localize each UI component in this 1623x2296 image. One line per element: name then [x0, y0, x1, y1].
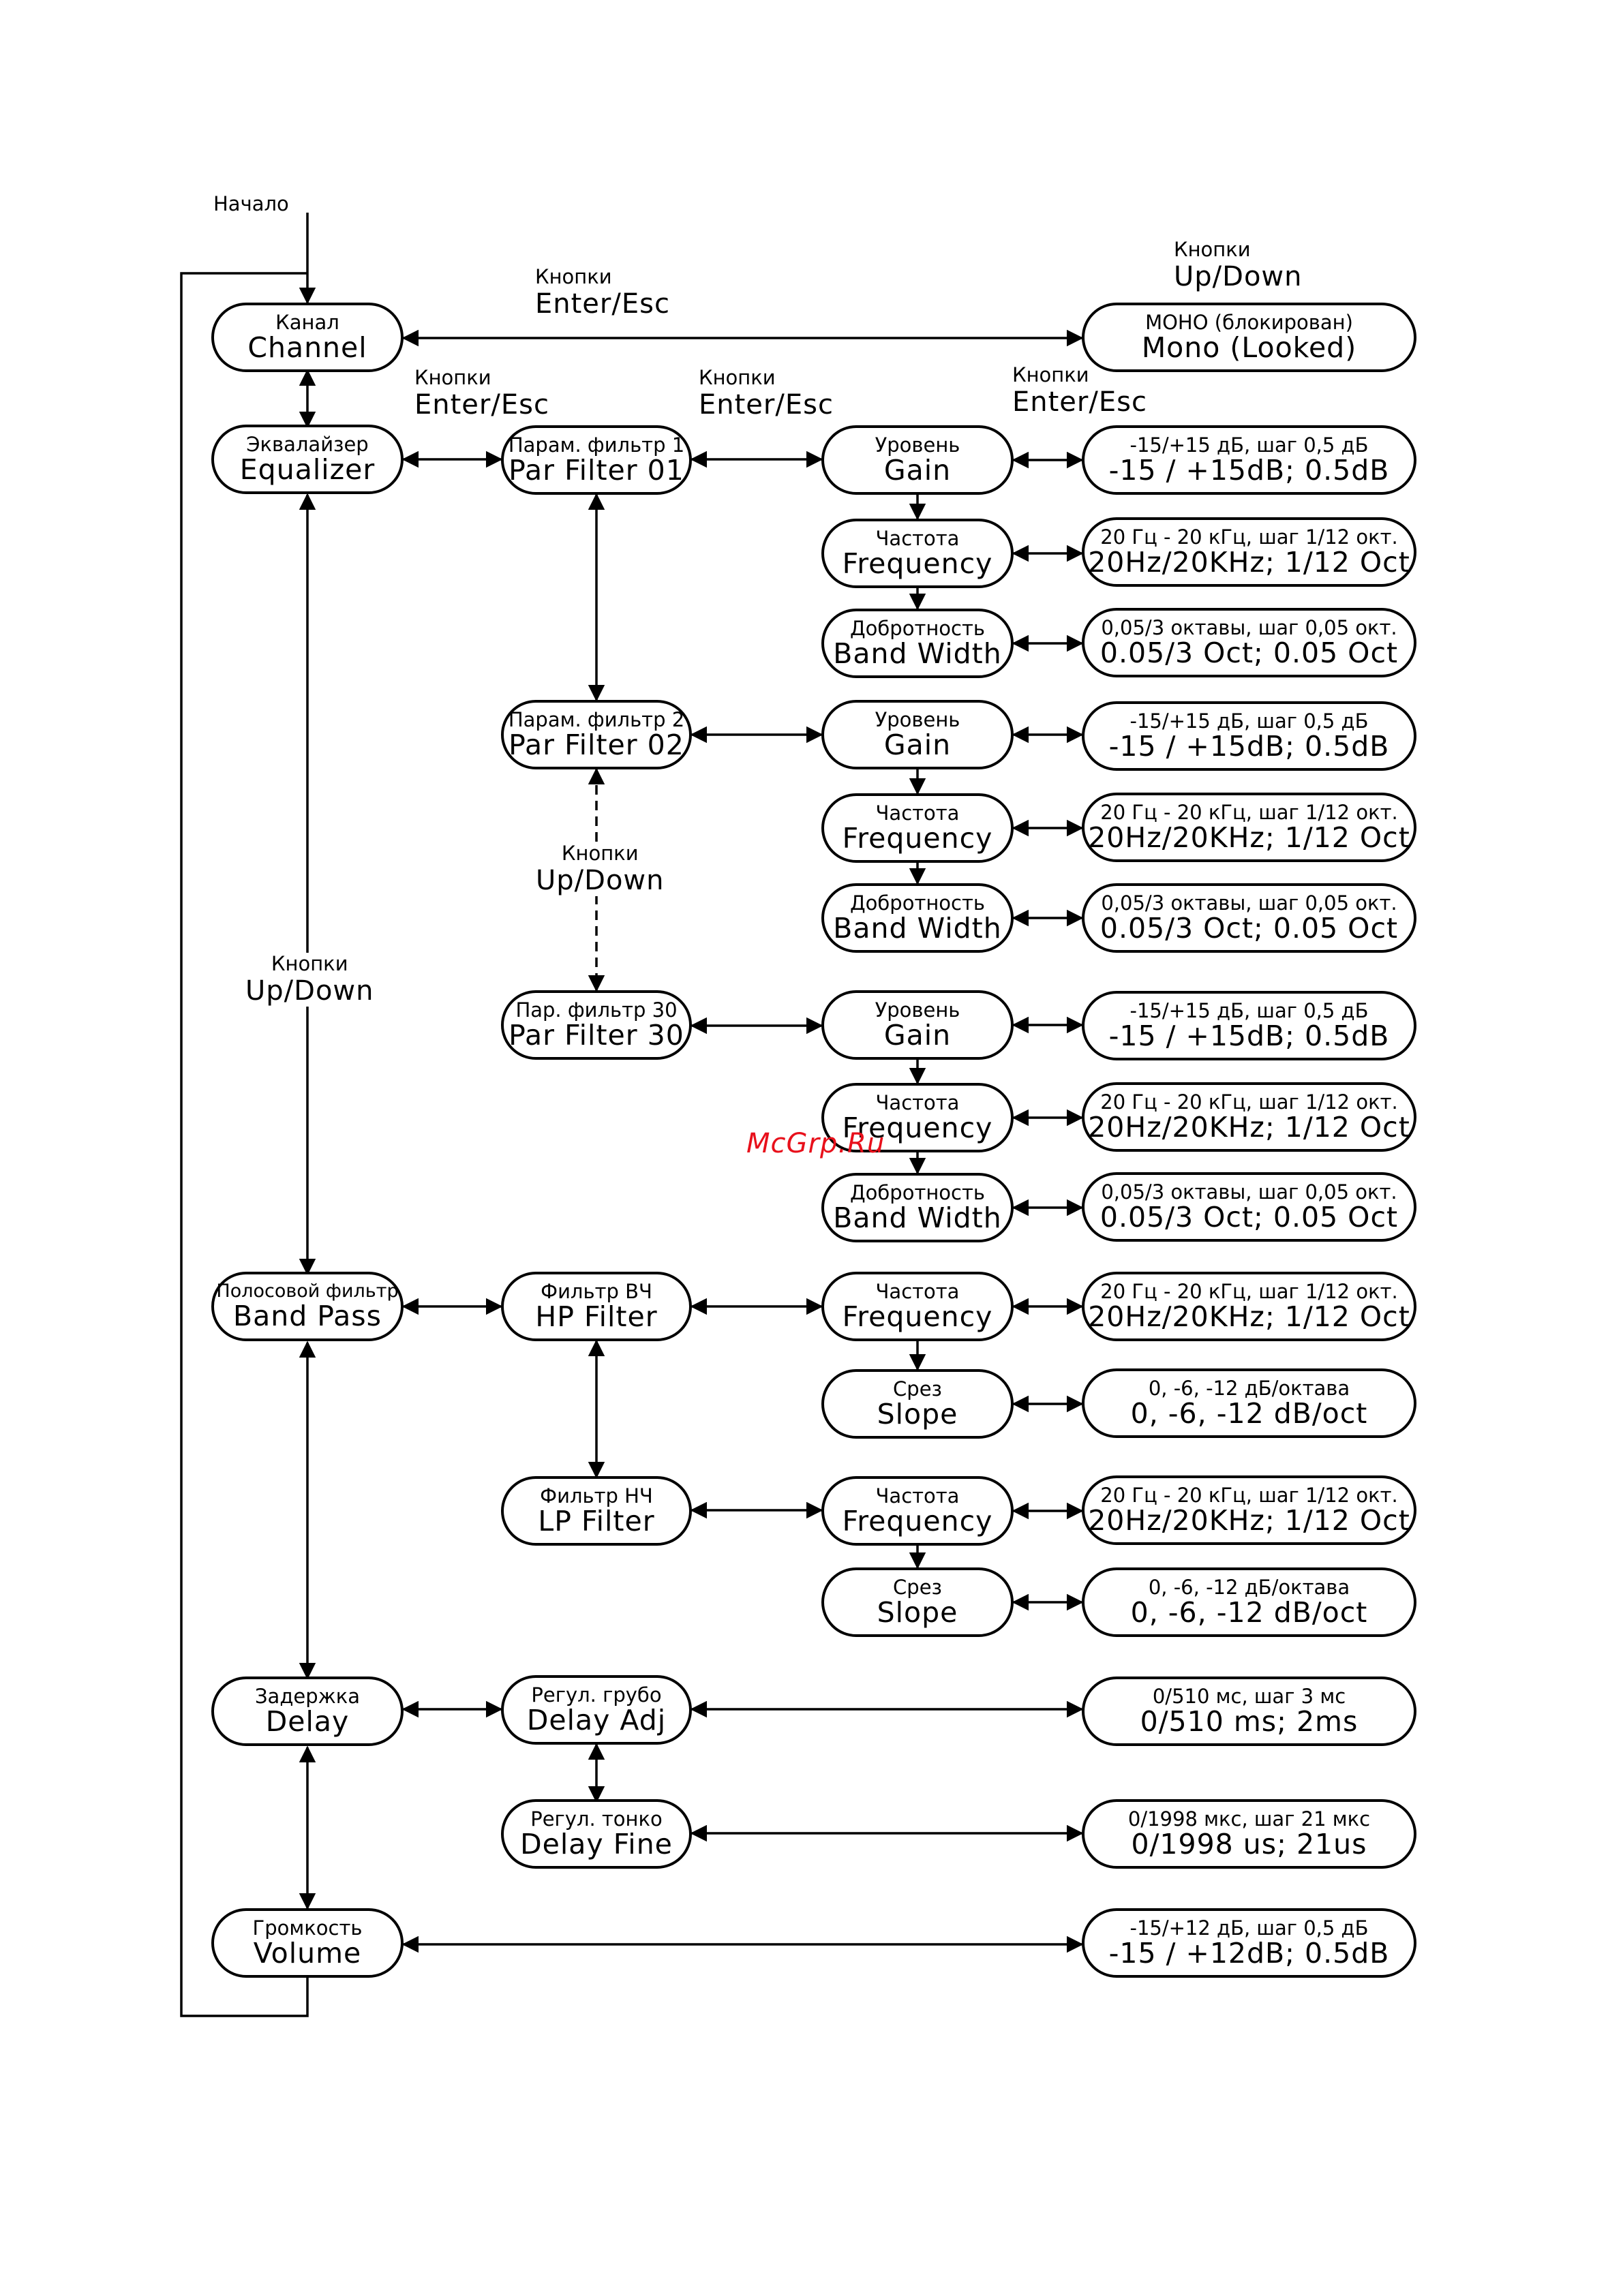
- value-frequency-1: 20 Гц - 20 кГц, шаг 1/12 окт.20Hz/20KHz;…: [1082, 517, 1416, 587]
- value-frequency-2: 20 Гц - 20 кГц, шаг 1/12 окт.20Hz/20KHz;…: [1082, 793, 1416, 862]
- value-gain-30: -15/+15 дБ, шаг 0,5 дБ-15 / +15dB; 0.5dB: [1082, 991, 1416, 1060]
- value-hp-frequency: 20 Гц - 20 кГц, шаг 1/12 окт.20Hz/20KHz;…: [1082, 1272, 1416, 1341]
- start-label: Начало: [213, 192, 289, 215]
- value-gain-1: -15/+15 дБ, шаг 0,5 дБ-15 / +15dB; 0.5dB: [1082, 425, 1416, 495]
- value-frequency-30: 20 Гц - 20 кГц, шаг 1/12 окт.20Hz/20KHz;…: [1082, 1082, 1416, 1152]
- value-volume: -15/+12 дБ, шаг 0,5 дБ-15 / +12dB; 0.5dB: [1082, 1908, 1416, 1978]
- value-band-width-2: 0,05/3 октавы, шаг 0,05 окт.0.05/3 Oct; …: [1082, 883, 1416, 953]
- watermark: McGrp.Ru: [746, 1128, 885, 1159]
- value-mono: МОНО (блокирован)Mono (Looked): [1082, 303, 1416, 372]
- value-gain-2: -15/+15 дБ, шаг 0,5 дБ-15 / +15dB; 0.5dB: [1082, 701, 1416, 771]
- loop-line: [180, 272, 309, 2017]
- value-band-width-30: 0,05/3 октавы, шаг 0,05 окт.0.05/3 Oct; …: [1082, 1172, 1416, 1242]
- value-band-width-1: 0,05/3 октавы, шаг 0,05 окт.0.05/3 Oct; …: [1082, 608, 1416, 677]
- value-lp-frequency: 20 Гц - 20 кГц, шаг 1/12 окт.20Hz/20KHz;…: [1082, 1475, 1416, 1545]
